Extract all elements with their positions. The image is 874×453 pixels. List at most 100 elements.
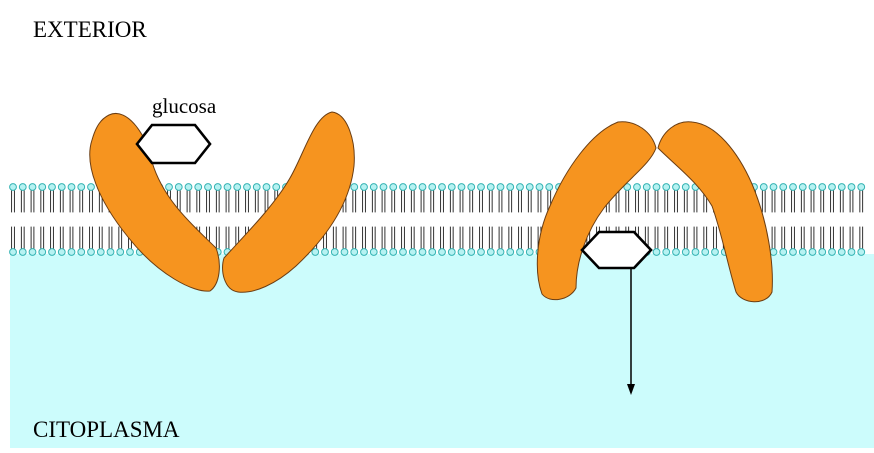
lipid-head — [78, 184, 85, 191]
lipid-head — [448, 249, 455, 256]
lipid-head — [536, 184, 543, 191]
lipid-head — [760, 184, 767, 191]
lipid-head — [19, 184, 26, 191]
lipid-head — [702, 249, 709, 256]
lipid-head — [19, 249, 26, 256]
lipid-head — [361, 249, 368, 256]
lipid-head — [234, 184, 241, 191]
lipid-head — [205, 184, 212, 191]
lipid-head — [497, 184, 504, 191]
lipid-head — [244, 184, 251, 191]
lipid-head — [634, 184, 641, 191]
lipid-head — [858, 184, 865, 191]
lipid-head — [68, 184, 75, 191]
lipid-head — [107, 249, 114, 256]
lipid-head — [809, 184, 816, 191]
lipid-head — [419, 184, 426, 191]
lipid-head — [692, 249, 699, 256]
lipid-head — [117, 249, 124, 256]
lipid-head — [770, 184, 777, 191]
exterior-label: EXTERIOR — [33, 18, 147, 41]
lipid-head — [49, 184, 56, 191]
lipid-head — [819, 249, 826, 256]
lipid-head — [487, 249, 494, 256]
lipid-head — [88, 184, 95, 191]
lipid-head — [653, 184, 660, 191]
lipid-head — [78, 249, 85, 256]
lipid-head — [858, 249, 865, 256]
lipid-head — [712, 249, 719, 256]
lipid-head — [68, 249, 75, 256]
lipid-head — [390, 249, 397, 256]
lipid-head — [478, 184, 485, 191]
lipid-head — [29, 184, 36, 191]
lipid-head — [29, 249, 36, 256]
lipid-head — [263, 184, 270, 191]
lipid-head — [370, 249, 377, 256]
lipid-head — [361, 184, 368, 191]
lipid-head — [458, 249, 465, 256]
lipid-head — [439, 184, 446, 191]
lipid-head — [10, 184, 17, 191]
lipid-head — [185, 184, 192, 191]
lipid-head — [682, 249, 689, 256]
lipid-head — [351, 184, 358, 191]
lipid-head — [351, 249, 358, 256]
lipid-head — [195, 184, 202, 191]
lipid-head — [380, 184, 387, 191]
lipid-head — [10, 249, 17, 256]
lipid-head — [673, 249, 680, 256]
lipid-head — [390, 184, 397, 191]
lipid-head — [507, 184, 514, 191]
lipid-head — [49, 249, 56, 256]
lipid-head — [838, 249, 845, 256]
lipid-head — [790, 249, 797, 256]
lipid-head — [175, 184, 182, 191]
lipid-head — [507, 249, 514, 256]
lipid-head — [780, 249, 787, 256]
lipid-head — [790, 184, 797, 191]
lipid-head — [166, 184, 173, 191]
lipid-head — [809, 249, 816, 256]
lipid-head — [517, 184, 524, 191]
lipid-head — [214, 184, 221, 191]
lipid-head — [312, 249, 319, 256]
lipid-head — [39, 184, 46, 191]
lipid-head — [341, 249, 348, 256]
lipid-head — [829, 184, 836, 191]
lipid-head — [39, 249, 46, 256]
lipid-head — [663, 184, 670, 191]
lipid-head — [517, 249, 524, 256]
lipid-head — [400, 249, 407, 256]
lipid-head — [370, 184, 377, 191]
lipid-head — [663, 249, 670, 256]
lipid-head — [468, 249, 475, 256]
lipid-head — [58, 249, 65, 256]
lipid-head — [380, 249, 387, 256]
lipid-head — [88, 249, 95, 256]
lipid-head — [409, 184, 416, 191]
lipid-head — [497, 249, 504, 256]
lipid-head — [419, 249, 426, 256]
lipid-head — [253, 184, 260, 191]
lipid-head — [478, 249, 485, 256]
lipid-head — [799, 184, 806, 191]
lipid-head — [458, 184, 465, 191]
lipid-head — [526, 249, 533, 256]
lipid-head — [400, 184, 407, 191]
glucose-molecule-outside — [137, 125, 210, 163]
lipid-head — [780, 184, 787, 191]
lipid-head — [322, 249, 329, 256]
lipid-head — [838, 184, 845, 191]
lipid-head — [127, 249, 134, 256]
lipid-head — [439, 249, 446, 256]
lipid-head — [273, 184, 280, 191]
lipid-head — [546, 184, 553, 191]
lipid-head — [526, 184, 533, 191]
lipid-head — [653, 249, 660, 256]
cytoplasm-label: CITOPLASMA — [33, 418, 180, 441]
lipid-head — [97, 249, 104, 256]
lipid-head — [448, 184, 455, 191]
